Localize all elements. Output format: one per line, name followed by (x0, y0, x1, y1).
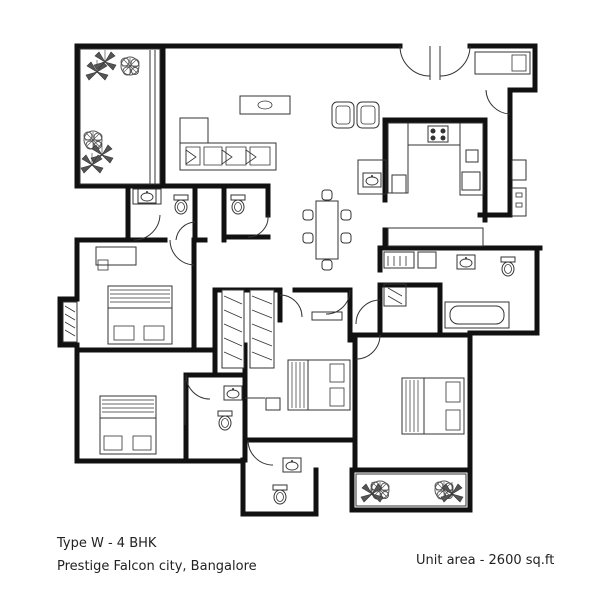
bedroom-2 (265, 359, 351, 411)
kitchen (357, 122, 527, 247)
bedroom-4 (99, 395, 157, 455)
center-wardrobes (221, 289, 343, 369)
wall-kitchen (382, 117, 488, 223)
stove-icon (427, 125, 449, 143)
project-caption: Prestige Falcon city, Bangalore (57, 559, 257, 574)
wardrobe-icon (62, 301, 78, 343)
walls (57, 43, 543, 517)
wall-outer-right (477, 87, 538, 218)
dining-table-icon (302, 189, 352, 271)
bedroom-1 (62, 246, 173, 345)
unit-area-caption: Unit area - 2600 sq.ft (416, 553, 555, 568)
toilet-icon (173, 194, 189, 215)
balcony-top-left (79, 48, 161, 185)
door-swings (133, 45, 511, 466)
plant-icon (120, 56, 140, 76)
bathtub-icon (444, 301, 510, 329)
bed-icon (107, 285, 173, 345)
right-bath (383, 251, 516, 329)
armchairs (331, 101, 380, 129)
wall-bedroom4-outer (74, 352, 193, 464)
living-room (179, 95, 380, 171)
servant-room (474, 51, 531, 75)
washbasin-icon (362, 172, 382, 188)
bedroom-3 (401, 377, 465, 435)
sofa-icon (179, 117, 277, 171)
coffee-table (239, 95, 291, 115)
top-toilets (132, 188, 246, 215)
wall-outer-top-right (467, 43, 538, 93)
balcony-bottom-right (355, 473, 467, 507)
door-swing-icon (399, 45, 431, 77)
unit-type-caption: Type W - 4 BHK (57, 536, 157, 551)
